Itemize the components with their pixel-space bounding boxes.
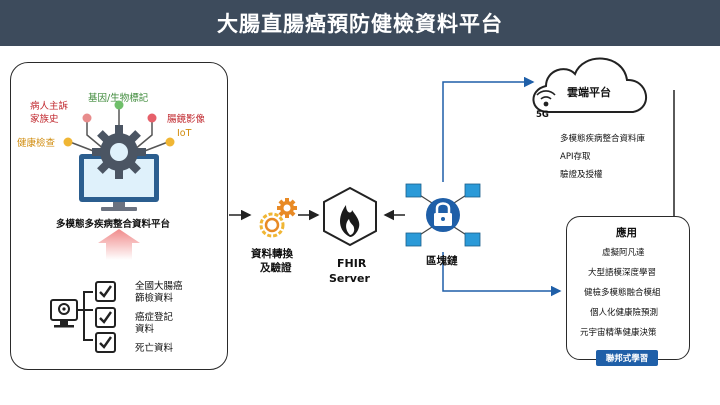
transform-label-2: 及驗證 [260, 262, 292, 274]
network-5g-label: 5G [536, 110, 549, 120]
cloud-item-2: API存取 [560, 152, 591, 162]
application-item-4: 個人化健康險預測 [590, 308, 659, 318]
federated-learning-badge: 聯邦式學習 [596, 350, 658, 366]
cloud-item-3: 驗證及授權 [560, 170, 603, 180]
checklist-item-2-line-2: 資料 [135, 324, 155, 335]
complaint-label-2: 家族史 [30, 114, 59, 125]
application-item-5: 元宇宙精準健康決策 [580, 328, 657, 338]
complaint-label-1: 病人主訴 [30, 101, 69, 112]
gene-biomarker-label: 基因/生物標記 [88, 93, 149, 104]
cloud-item-1: 多模態疾病整合資料庫 [560, 134, 646, 144]
page-title: 大腸直腸癌預防健檢資料平台 [0, 0, 720, 46]
fhir-label-1: FHIR [337, 257, 367, 270]
fhir-label-2: Server [329, 272, 370, 285]
checklist-item-3: 死亡資料 [135, 343, 174, 354]
checklist-item-2-line-1: 癌症登記 [135, 312, 174, 323]
colonoscopy-image-label: 腸鏡影像 [167, 114, 206, 125]
applications-title: 應用 [616, 227, 637, 239]
blockchain-label: 區塊鏈 [426, 255, 458, 267]
application-item-1: 虛擬阿凡達 [602, 248, 645, 258]
cloud-title: 雲端平台 [567, 86, 611, 99]
platform-label: 多模態多疾病整合資料平台 [56, 219, 171, 230]
checklist-item-1-line-2: 篩檢資料 [135, 293, 174, 304]
application-item-2: 大型語模深度學習 [588, 268, 657, 278]
transform-label-1: 資料轉換 [251, 248, 293, 260]
health-checkup-label: 健康檢查 [17, 138, 56, 149]
application-item-3: 健檢多模態融合模組 [584, 288, 661, 298]
applications-panel [566, 216, 690, 360]
checklist-item-1-line-1: 全國大腸癌 [135, 281, 183, 292]
iot-label: IoT [177, 128, 192, 139]
